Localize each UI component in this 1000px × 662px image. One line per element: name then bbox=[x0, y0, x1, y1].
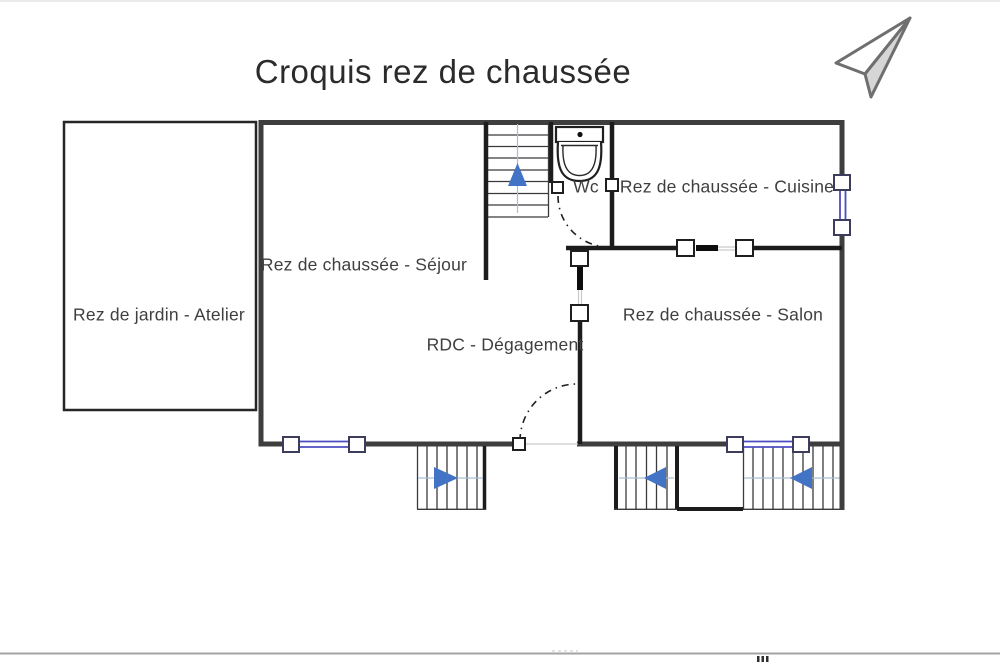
window-east-opening bbox=[838, 191, 848, 220]
room-label-sejour: Rez de chaussée - Séjour bbox=[260, 254, 468, 275]
room-label-atelier: Rez de jardin - Atelier bbox=[73, 304, 245, 325]
toilet-icon bbox=[554, 125, 605, 183]
stairs-up-arrow-icon bbox=[508, 163, 527, 186]
window-left-opening bbox=[299, 440, 349, 449]
window-south-left bbox=[282, 436, 366, 453]
room-atelier-outline bbox=[62, 120, 258, 412]
door-wc bbox=[551, 178, 619, 248]
upper-staircase bbox=[488, 122, 550, 218]
room-label-salon: Rez de chaussée - Salon bbox=[622, 304, 824, 325]
stairs-left-arrow-icon bbox=[790, 467, 812, 489]
plan-title: Croquis rez de chaussée bbox=[254, 53, 632, 90]
north-arrow-icon bbox=[834, 16, 912, 99]
door-degagement-salon bbox=[570, 250, 589, 322]
door-entrance bbox=[512, 383, 578, 451]
room-label-cuisine: Rez de chaussée - Cuisine bbox=[619, 176, 835, 197]
stairs-left-arrow-icon bbox=[644, 467, 666, 489]
window-right-opening bbox=[743, 440, 793, 449]
room-label-wc: Wc bbox=[573, 176, 599, 197]
lower-staircase-middle bbox=[614, 446, 679, 510]
room-label-degagement: RDC - Dégagement bbox=[426, 334, 584, 355]
door-cuisine-salon bbox=[676, 239, 754, 257]
window-south-right bbox=[726, 436, 810, 453]
stairs-right-arrow-icon bbox=[434, 467, 458, 489]
page-artifact-tick bbox=[757, 656, 769, 662]
lower-staircase-left bbox=[416, 446, 487, 510]
window-east bbox=[833, 174, 851, 236]
lower-staircase-right bbox=[742, 446, 843, 510]
